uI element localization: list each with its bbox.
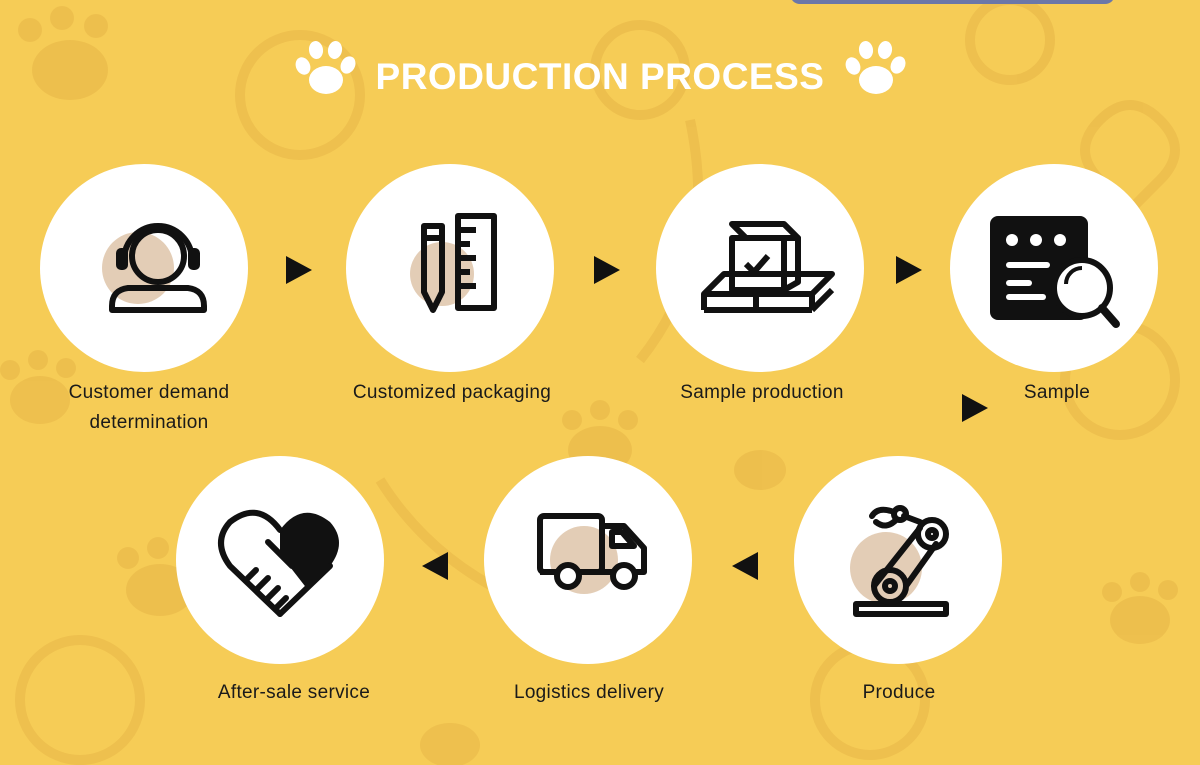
step-label-line: Customer demand (68, 382, 230, 403)
step-label: Customized packaging (337, 378, 567, 408)
box-pallet-icon (701, 221, 835, 313)
arrow-right (594, 256, 620, 284)
step-label-line: Produce (862, 682, 936, 703)
top-edge-bar (790, 0, 1115, 4)
handshake-heart-icon (218, 509, 339, 617)
arrow-left (732, 552, 758, 580)
paw-icon (295, 41, 356, 94)
step-label-line: Sample production (680, 382, 844, 403)
step-produce (794, 456, 1002, 664)
delivery-truck-icon (537, 513, 647, 594)
step-label: After-sale service (179, 678, 409, 708)
robot-arm-icon (850, 505, 949, 617)
step-logistics-delivery (484, 456, 692, 664)
step-label-line: determination (89, 412, 209, 433)
step-label: Logistics delivery (474, 678, 704, 708)
step-label: Sample production (647, 378, 877, 408)
step-label-line: Customized packaging (352, 382, 552, 403)
arrow-right (896, 256, 922, 284)
step-sample (950, 164, 1158, 372)
arrow-right (962, 394, 988, 422)
step-sample-production (656, 164, 864, 372)
step-label-line: Logistics delivery (513, 682, 665, 703)
page-title: PRODUCTION PROCESS (375, 56, 825, 97)
header: PRODUCTION PROCESS (0, 40, 1200, 110)
step-label-line: After-sale service (217, 682, 371, 703)
arrow-right (286, 256, 312, 284)
step-after-sale-service (176, 456, 384, 664)
step-customized-packaging (346, 164, 554, 372)
arrow-left (422, 552, 448, 580)
step-label: Produce (784, 678, 1014, 708)
document-magnifier-icon (990, 216, 1120, 328)
step-label: Customer demand determination (34, 378, 264, 438)
customer-service-headset-icon (102, 223, 207, 313)
pencil-ruler-icon (410, 213, 497, 313)
step-customer-demand (40, 164, 248, 372)
step-label: Sample (942, 378, 1172, 408)
step-label-line: Sample (1023, 382, 1091, 403)
paw-icon (845, 41, 906, 94)
